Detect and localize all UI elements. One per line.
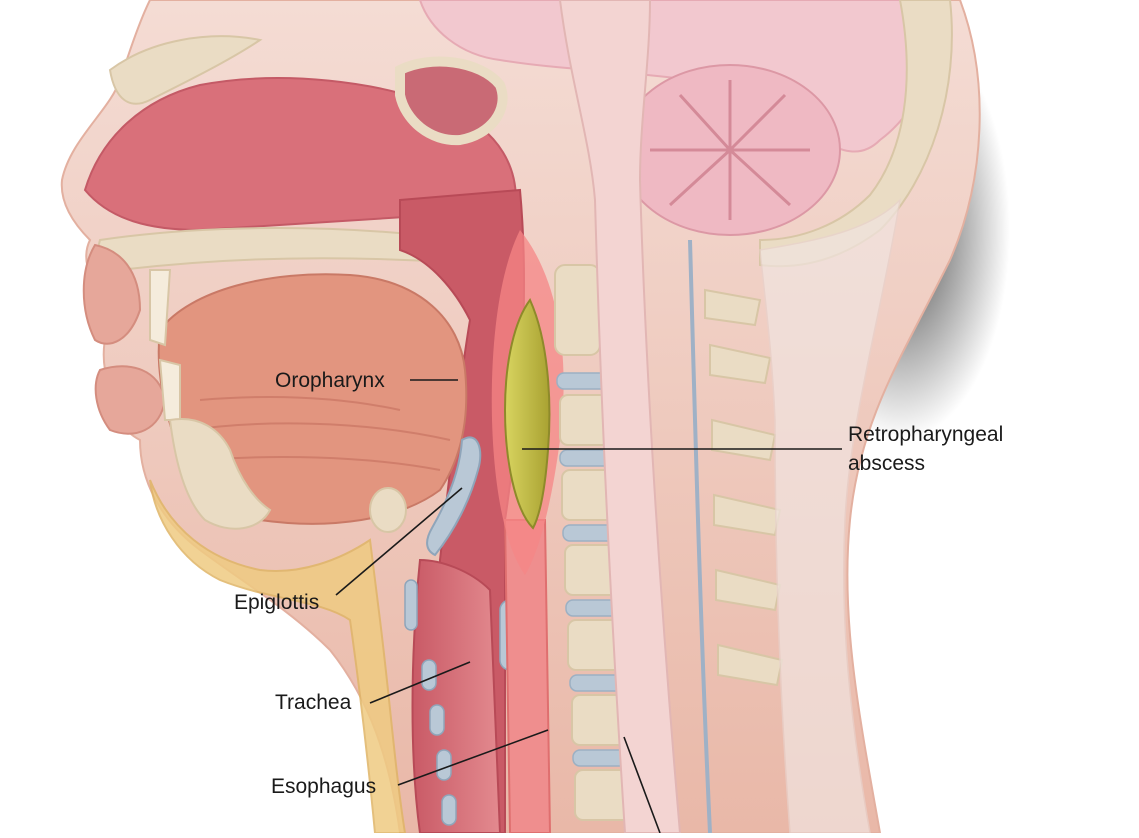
- mandible: [168, 418, 272, 530]
- upper-incisor: [149, 269, 172, 347]
- esophagus-leader: [397, 729, 549, 786]
- label-trachea: Trachea: [275, 691, 352, 714]
- cerebellum-folia: [650, 80, 810, 220]
- sphenoid-sinus: [395, 56, 508, 146]
- label-epiglottis: Epiglottis: [234, 591, 319, 614]
- posterior-neck-muscles: [759, 197, 902, 834]
- epiglottis: [426, 436, 482, 557]
- label-esophagus: Esophagus: [271, 775, 376, 798]
- nasal-bone: [108, 35, 263, 105]
- vertebra-leader: [623, 736, 661, 834]
- label-abscess: abscess: [848, 452, 925, 475]
- intervertebral-discs: [556, 372, 634, 767]
- lower-lip: [94, 365, 167, 435]
- trachea-leader: [369, 661, 471, 704]
- occipital-bone: [759, 0, 953, 268]
- leader-lines: [335, 379, 842, 834]
- epiglottis-leader: [335, 487, 463, 596]
- upper-lip: [82, 243, 142, 345]
- hyoid-bone: [369, 487, 407, 533]
- retropharyngeal-abscess: [503, 298, 551, 530]
- label-retropharyngeal: Retropharyngeal: [848, 423, 1003, 446]
- label-oropharynx: Oropharynx: [275, 369, 385, 392]
- spinous-processes: [704, 288, 784, 687]
- trachea: [411, 558, 502, 834]
